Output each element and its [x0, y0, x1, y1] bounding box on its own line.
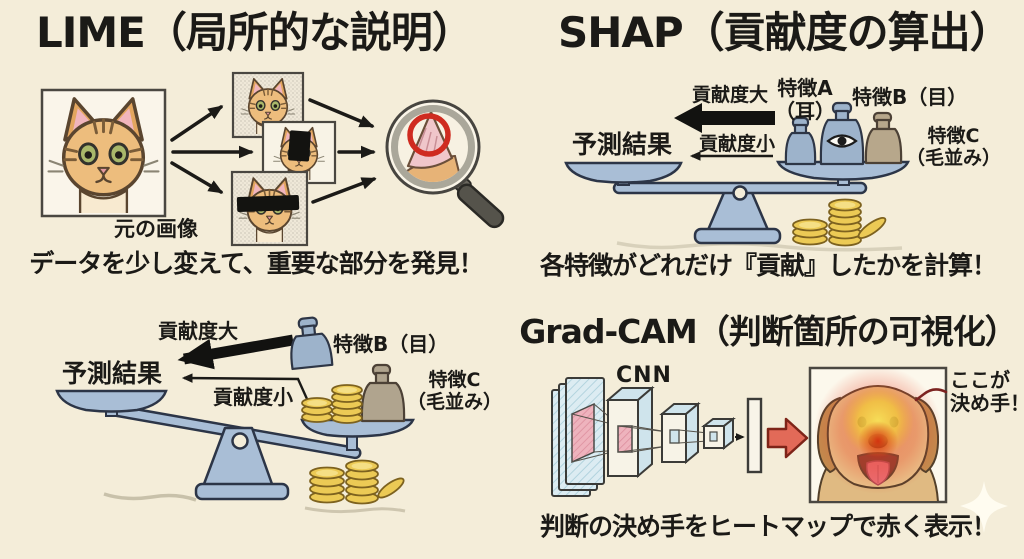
gradcam-cnn-label: CNN [616, 363, 672, 388]
shap-contribution-large-label: 貢献度大 [692, 84, 769, 106]
shap-title: SHAP（貢献度の算出） [558, 8, 1012, 57]
shap-contribution-small-label: 貢献度小 [699, 133, 776, 155]
shap-illustration [564, 101, 910, 252]
large-contribution-arrow [177, 334, 294, 370]
shap-detail-illustration [55, 316, 415, 514]
occlusion-patch [288, 130, 311, 162]
gradcam-caption: 判断の決め手をヒートマップで赤く表示！ [539, 512, 997, 541]
fc-layer [746, 397, 763, 474]
gradcam-illustration [551, 366, 948, 504]
magnifier-icon [385, 99, 505, 229]
feature-weight-a [784, 116, 817, 166]
left-pan [55, 389, 168, 413]
ground-shadow [103, 492, 197, 502]
perturbed-image-3 [230, 170, 309, 247]
eye-icon [826, 134, 858, 148]
detail-feature-b-label: 特徴B（目） [333, 332, 449, 356]
flying-weight-b [290, 316, 334, 371]
flow-arrow [766, 417, 809, 459]
pan-coin-stacks [301, 384, 363, 424]
detail-contribution-small-label: 貢献度小 [213, 385, 293, 409]
right-pan [776, 160, 910, 181]
shap-feature-c-label: 特徴C （毛並み） [906, 125, 1002, 169]
feature-weight-c [864, 111, 903, 165]
ground-shadow-2 [304, 506, 406, 514]
lime-title: LIME（局所的な説明） [36, 8, 474, 57]
magnifier-handle [456, 183, 505, 229]
feature-weight-b [819, 101, 865, 166]
sparkle-icon [960, 481, 1008, 533]
small-contribution-arrow [181, 373, 309, 400]
callout-pointer-line [914, 388, 948, 402]
gradcam-callout: ここが 決め手！ [950, 368, 1024, 415]
tilted-balance-scale [55, 389, 415, 501]
weight-c [360, 363, 406, 423]
occlusion-bar [236, 194, 300, 213]
detail-contribution-large-label: 貢献度大 [158, 319, 238, 343]
shap-caption: 各特徴がどれだけ『貢献』したかを計算！ [539, 251, 997, 280]
aggregation-arrows [308, 98, 377, 204]
balance-scale [564, 160, 910, 245]
right-pan [300, 418, 415, 438]
dog-image [808, 366, 948, 504]
left-pan [564, 161, 683, 184]
coin-stacks [792, 198, 887, 247]
perturbation-arrows [170, 105, 254, 194]
heatmap-overlay [814, 369, 942, 494]
lime-original-label: 元の画像 [114, 217, 198, 241]
red-highlight-ring [407, 113, 451, 157]
cnn-diagram [551, 377, 763, 497]
shap-feature-b-label: 特徴B（目） [852, 85, 968, 109]
detail-feature-c-label: 特徴C （毛並み） [407, 369, 503, 413]
detail-prediction-label: 予測結果 [62, 359, 163, 388]
floor-coin-stacks [309, 459, 405, 505]
receptive-field [571, 402, 595, 464]
shap-feature-a-label: 特徴A （耳） [775, 76, 835, 123]
gradcam-title: Grad-CAM（判断箇所の可視化） [519, 312, 1018, 351]
large-contribution-arrow [674, 103, 775, 133]
shap-prediction-label: 予測結果 [572, 130, 673, 159]
lime-illustration [40, 71, 505, 247]
lime-caption: データを少し変えて、重要な部分を発見！ [29, 249, 484, 278]
